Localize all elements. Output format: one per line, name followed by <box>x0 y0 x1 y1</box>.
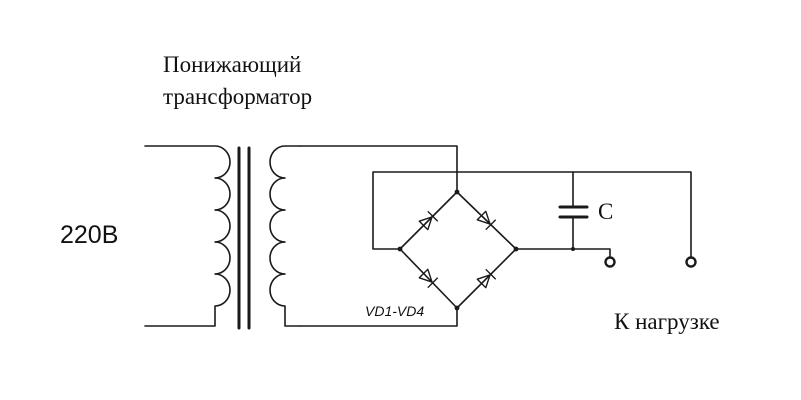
transformer-label-line1: Понижающий <box>163 52 301 77</box>
transformer-primary-winding <box>144 145 231 327</box>
output-terminal-negative <box>685 256 697 268</box>
positive-rail <box>515 248 611 260</box>
transformer-core <box>237 146 251 330</box>
load-label: К нагрузке <box>614 309 720 334</box>
diode-vd1 <box>418 210 439 231</box>
capacitor-label: C <box>598 199 613 224</box>
secondary-wiring <box>299 145 458 327</box>
filter-capacitor <box>558 171 589 251</box>
diode-bridge <box>397 189 519 311</box>
diode-vd4 <box>476 268 497 289</box>
input-voltage-label: 220В <box>60 221 118 249</box>
transformer-label-line2: трансформатор <box>163 84 312 109</box>
transformer-secondary-winding <box>269 145 301 327</box>
output-terminal-positive <box>604 256 616 268</box>
bridge-node-bottom <box>454 305 460 311</box>
diode-vd2 <box>476 210 497 231</box>
diodes-label: VD1-VD4 <box>365 303 424 319</box>
negative-rail <box>372 171 692 260</box>
diode-vd3 <box>418 268 439 289</box>
bridge-node-top <box>454 189 460 195</box>
